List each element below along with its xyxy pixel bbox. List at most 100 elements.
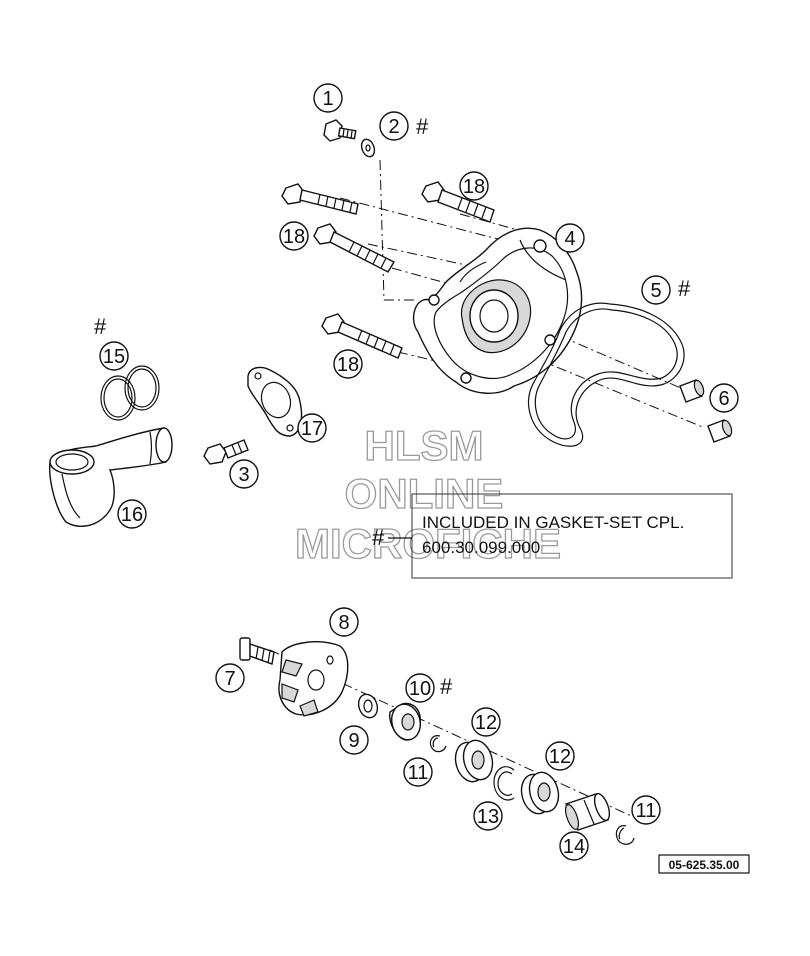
callout-circle xyxy=(631,795,661,825)
callout-c3: 3 xyxy=(229,459,259,489)
note-box xyxy=(411,493,733,579)
callout-number: 18 xyxy=(337,354,359,376)
gasket-marker: # xyxy=(416,114,429,139)
callout-circle xyxy=(405,673,435,703)
part-impeller-8 xyxy=(278,641,349,717)
callout-number: 17 xyxy=(301,418,323,440)
callout-circle xyxy=(459,171,489,201)
callout-number: 5 xyxy=(650,280,661,302)
callout-c12a: 12 xyxy=(471,707,501,737)
callout-circle xyxy=(329,607,359,637)
callout-circle xyxy=(99,341,129,371)
part-dowel-sleeves-6 xyxy=(679,379,733,443)
reference-code-box: 05-625.35.00 xyxy=(658,854,750,874)
reference-code: 05-625.35.00 xyxy=(669,858,740,872)
callout-c5: 5 xyxy=(641,275,671,305)
callout-number: 13 xyxy=(477,806,499,828)
part-long-bolts-18 xyxy=(281,181,495,359)
callout-c18a: 18 xyxy=(459,171,489,201)
part-snap-ring-13 xyxy=(493,766,515,801)
callout-c18b: 18 xyxy=(279,221,309,251)
gasket-set-note: # INCLUDED IN GASKET-SET CPL. 600.30.099… xyxy=(372,493,733,579)
part-bolt-1 xyxy=(323,119,357,142)
watermark-line-1: HLSM xyxy=(365,422,484,469)
callout-c2: 2 xyxy=(379,111,409,141)
callout-number: 1 xyxy=(322,88,333,110)
callout-circle xyxy=(641,275,671,305)
callout-c18c: 18 xyxy=(333,349,363,379)
callout-circle xyxy=(229,459,259,489)
callout-circle xyxy=(279,221,309,251)
callout-c1: 1 xyxy=(313,83,343,113)
part-circlips-11 xyxy=(429,735,635,845)
part-impeller-bolt-7 xyxy=(239,637,275,665)
callout-number: 16 xyxy=(121,504,143,526)
note-line-1: INCLUDED IN GASKET-SET CPL. xyxy=(422,513,684,532)
callout-circle xyxy=(709,383,739,413)
callout-number: 11 xyxy=(636,800,657,822)
callout-circle xyxy=(555,223,585,253)
callout-c17: 17 xyxy=(297,413,327,443)
callout-c11a: 11 xyxy=(403,757,433,787)
part-flange-gasket-17 xyxy=(247,366,303,437)
callout-circle xyxy=(471,707,501,737)
callout-number: 6 xyxy=(718,388,729,410)
part-o-rings-15 xyxy=(100,365,160,421)
callout-number: 18 xyxy=(283,226,305,248)
callout-c9: 9 xyxy=(339,725,369,755)
part-seal-10 xyxy=(389,702,422,741)
callout-circle xyxy=(117,499,147,529)
callout-c6: 6 xyxy=(709,383,739,413)
callout-number: 8 xyxy=(338,612,349,634)
note-marker: # xyxy=(372,525,385,550)
gasket-set-markers: # # # # xyxy=(94,114,691,699)
part-elbow-pipe-16 xyxy=(48,427,173,527)
callout-number: 11 xyxy=(408,762,429,784)
callout-number: 12 xyxy=(475,712,497,734)
callout-circle xyxy=(545,741,575,771)
callout-circle xyxy=(297,413,327,443)
callout-circle xyxy=(313,83,343,113)
watermark: HLSM ONLINE MICROFICHE xyxy=(294,421,561,567)
callout-number: 2 xyxy=(388,116,399,138)
gasket-marker: # xyxy=(440,674,453,699)
part-short-bolt-3 xyxy=(203,439,249,465)
callout-circle xyxy=(333,349,363,379)
callout-number: 9 xyxy=(348,730,359,752)
callout-number: 4 xyxy=(564,228,575,250)
watermark-line-3: MICROFICHE xyxy=(295,520,561,567)
callout-circle xyxy=(339,725,369,755)
callout-circle xyxy=(379,111,409,141)
callout-c8: 8 xyxy=(329,607,359,637)
callout-c10: 10 xyxy=(405,673,435,703)
callout-c16: 16 xyxy=(117,499,147,529)
note-line-2: 600.30.099.000 xyxy=(422,538,540,557)
gasket-marker: # xyxy=(94,314,107,339)
callout-number: 7 xyxy=(224,668,235,690)
callout-c15: 15 xyxy=(99,341,129,371)
callout-number: 10 xyxy=(409,678,431,700)
callout-number: 18 xyxy=(463,176,485,198)
callout-c12b: 12 xyxy=(545,741,575,771)
callout-c11b: 11 xyxy=(631,795,661,825)
part-bearings-12 xyxy=(454,739,560,815)
callout-number: 14 xyxy=(563,836,585,858)
callout-c4: 4 xyxy=(555,223,585,253)
part-washer-2 xyxy=(360,138,376,158)
callout-number: 12 xyxy=(549,746,571,768)
callout-circle xyxy=(559,831,589,861)
part-pump-cover-4 xyxy=(412,227,583,394)
callout-number: 3 xyxy=(238,464,249,486)
callout-circle xyxy=(403,757,433,787)
gasket-marker: # xyxy=(678,276,691,301)
callout-number: 15 xyxy=(103,346,125,368)
callout-c7: 7 xyxy=(215,663,245,693)
part-washer-9 xyxy=(357,693,379,719)
callout-c14: 14 xyxy=(559,831,589,861)
part-gasket-ring-5 xyxy=(528,302,685,447)
part-shaft-14 xyxy=(564,792,611,831)
callout-circle xyxy=(473,801,503,831)
